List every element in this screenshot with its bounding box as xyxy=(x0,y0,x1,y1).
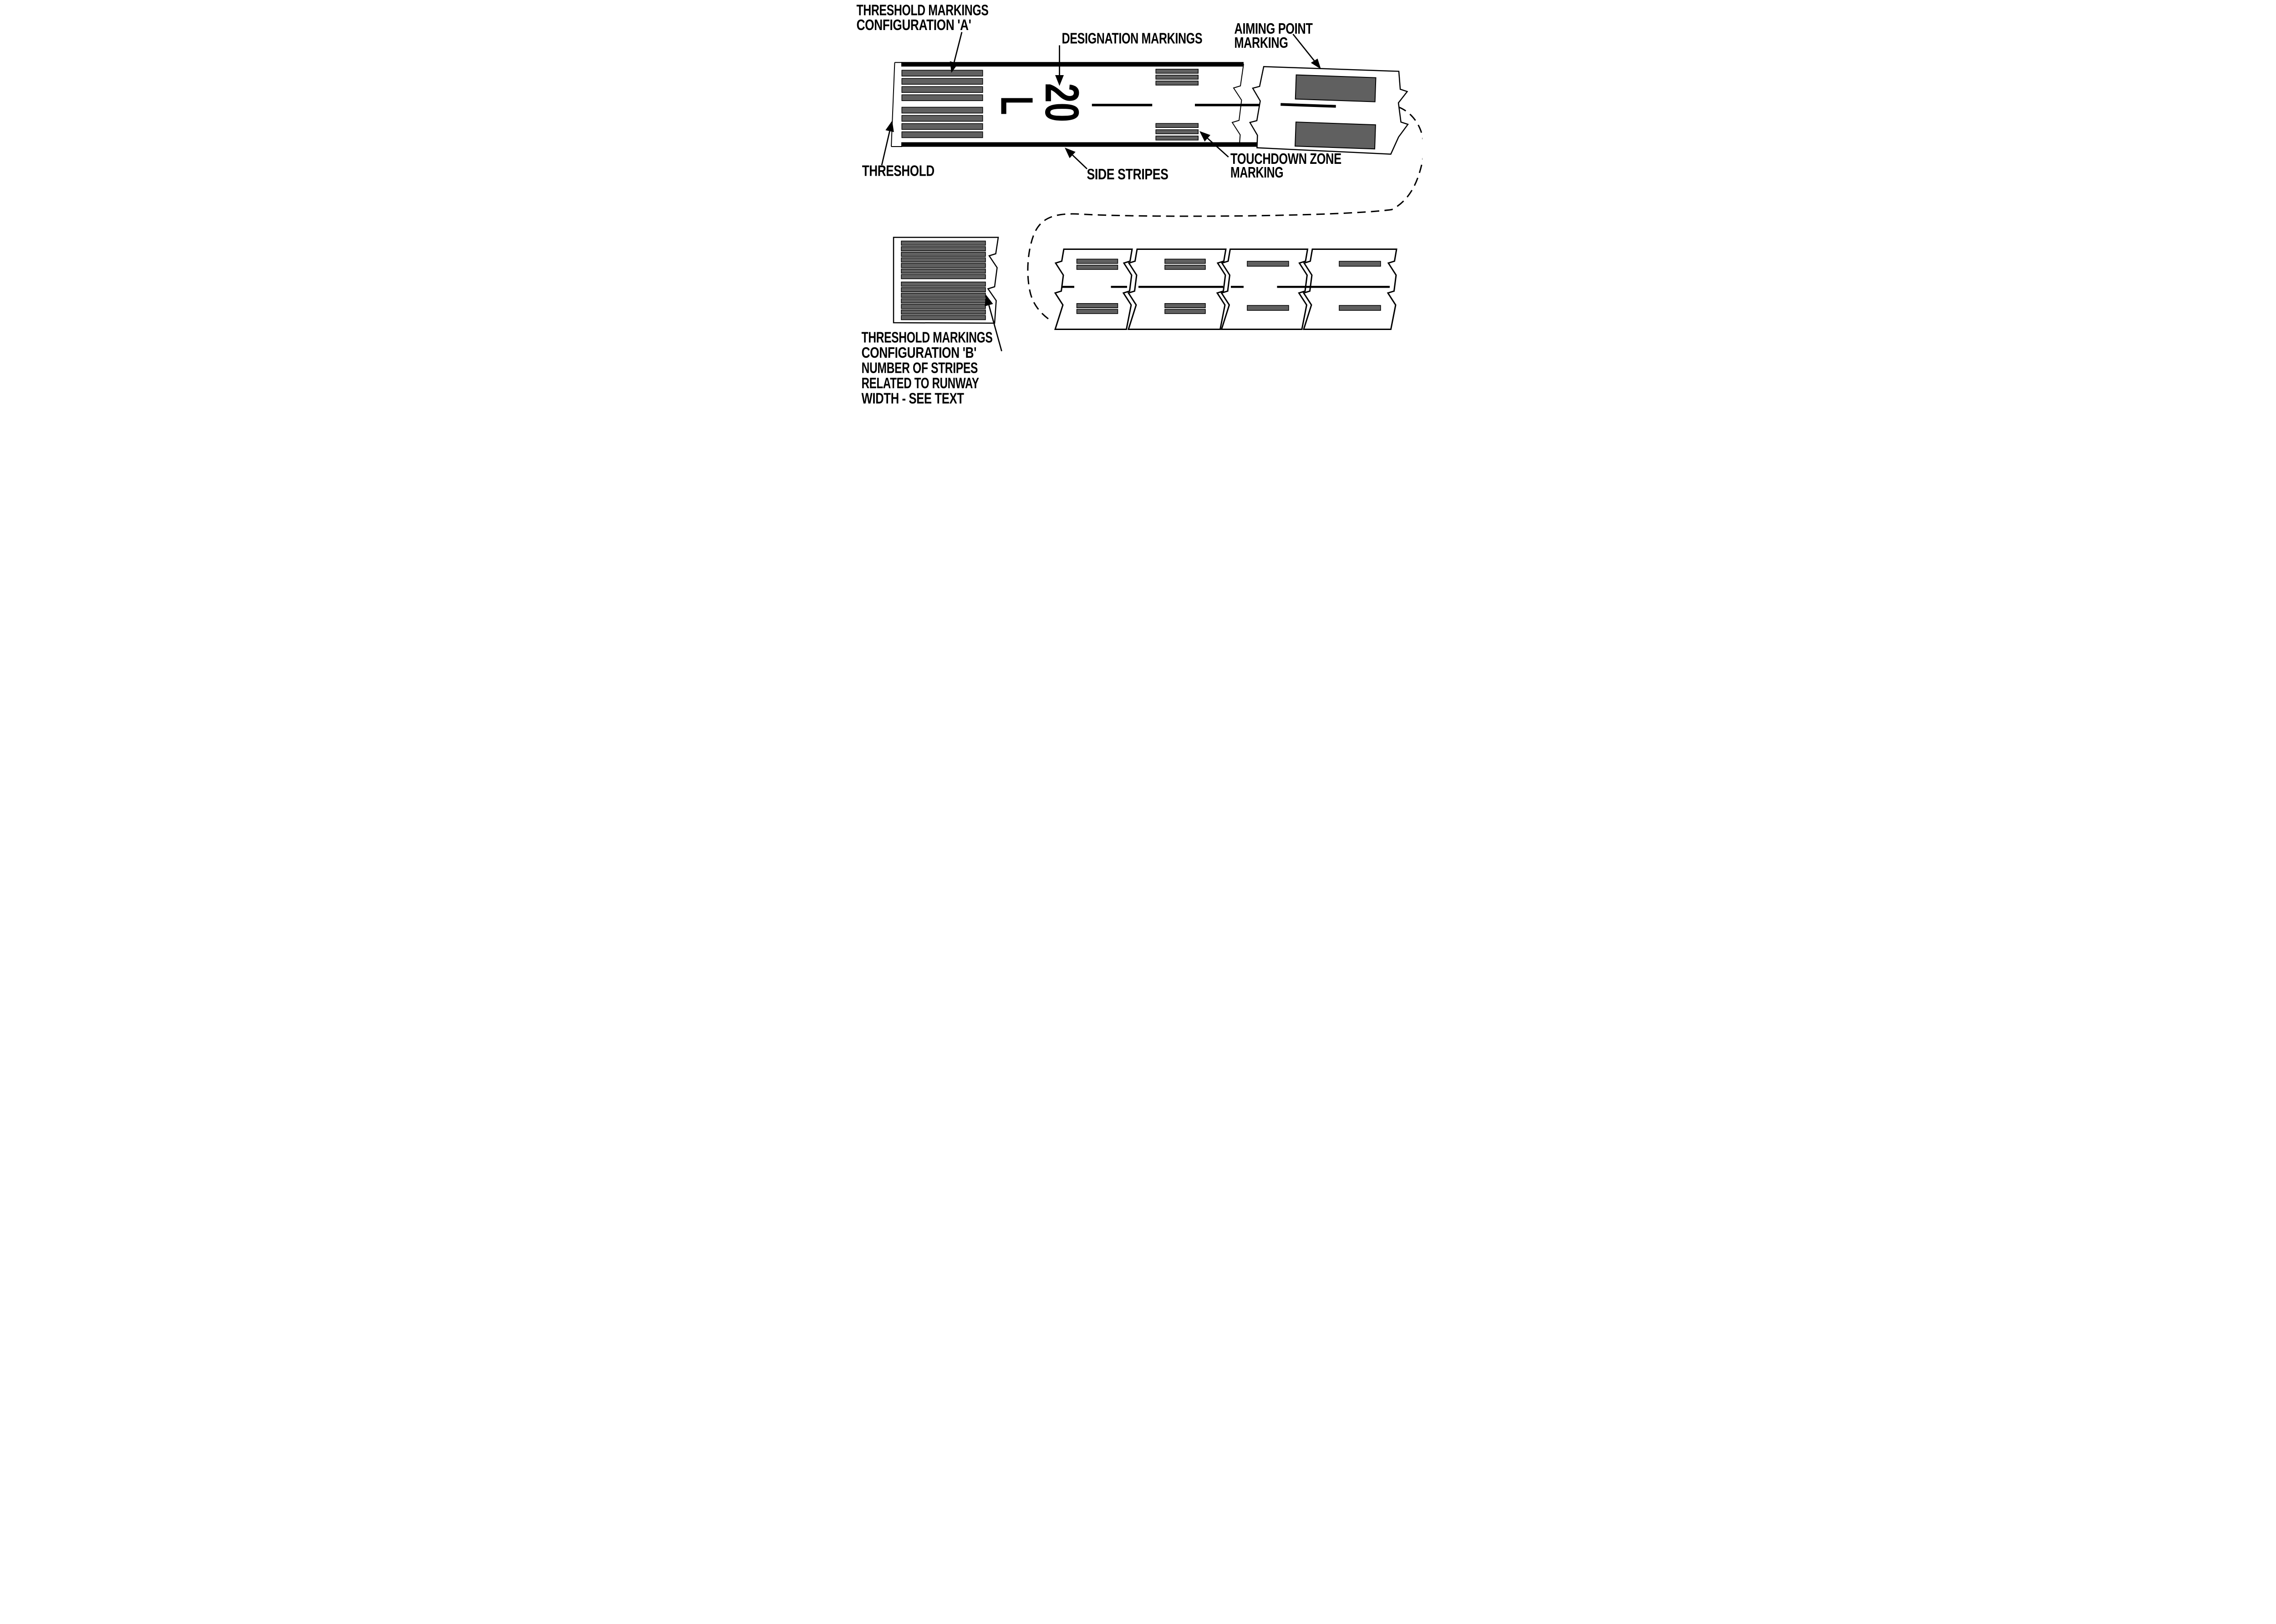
diagram-canvas: L 20 xyxy=(857,2,1422,406)
arrowhead-icon xyxy=(1065,147,1076,158)
label-touchdown-zone-line2: MARKING xyxy=(1230,164,1283,181)
threshold-stripe xyxy=(901,281,986,287)
runway-threshold-line xyxy=(891,62,895,147)
touchdown-zone-bar xyxy=(1076,259,1118,264)
dashed-connector-curve xyxy=(1027,106,1422,322)
label-threshold: THRESHOLD xyxy=(862,162,935,179)
touchdown-zone-marking xyxy=(1155,69,1199,141)
centerline-dash xyxy=(1111,286,1127,288)
threshold-config-b-block xyxy=(893,237,999,324)
aiming-point-bar xyxy=(1295,74,1377,102)
touchdown-zone-bar xyxy=(1155,81,1199,86)
threshold-stripe xyxy=(901,287,986,292)
label-config-b-line3: NUMBER OF STRIPES xyxy=(862,360,978,376)
touchdown-zone-bar xyxy=(1339,305,1381,311)
touchdown-zone-sequence xyxy=(1054,249,1397,330)
side-stripe-bottom xyxy=(901,142,1263,147)
label-side-stripes: SIDE STRIPES xyxy=(1087,166,1168,183)
threshold-stripe xyxy=(901,310,986,315)
touchdown-zone-bar xyxy=(1339,261,1381,267)
leader-touchdown-zone xyxy=(1207,137,1229,158)
touchdown-zone-bar xyxy=(1076,303,1118,308)
threshold-stripe xyxy=(901,298,986,304)
label-touchdown-zone-line1: TOUCHDOWN ZONE xyxy=(1230,150,1341,167)
centerline-dash xyxy=(1280,103,1336,108)
centerline-dash xyxy=(1277,286,1390,288)
designation-number: 20 xyxy=(1035,83,1088,122)
arrowhead-icon xyxy=(1199,131,1210,142)
centerline-dash xyxy=(1138,286,1223,288)
leader-aiming-point xyxy=(1292,34,1315,61)
threshold-stripe xyxy=(901,274,986,279)
leader-config-a xyxy=(953,32,963,63)
label-config-b-line2: CONFIGURATION 'B' xyxy=(862,344,977,361)
touchdown-zone-bar xyxy=(1155,75,1199,80)
threshold-stripe xyxy=(901,252,986,257)
arrowhead-icon xyxy=(885,121,894,132)
threshold-stripe xyxy=(901,263,986,268)
threshold-stripe xyxy=(901,94,983,101)
touchdown-zone-bar xyxy=(1164,309,1206,314)
threshold-stripe xyxy=(901,131,983,138)
threshold-stripe xyxy=(901,240,986,246)
centerline-dash xyxy=(1092,104,1153,107)
arrowhead-icon xyxy=(985,294,993,306)
centerline-dash xyxy=(1231,286,1244,288)
touchdown-zone-bar xyxy=(1155,123,1199,128)
threshold-stripe xyxy=(901,123,983,130)
threshold-stripes-config-a xyxy=(901,70,983,138)
label-config-a-line2: CONFIGURATION 'A' xyxy=(857,16,971,33)
leader-threshold xyxy=(881,131,890,166)
touchdown-zone-bar xyxy=(1155,129,1199,134)
threshold-stripe xyxy=(901,269,986,274)
threshold-stripe xyxy=(901,257,986,263)
threshold-stripe xyxy=(901,304,986,309)
threshold-stripes-config-b xyxy=(901,240,986,320)
text-labels: THRESHOLD MARKINGS CONFIGURATION 'A' DES… xyxy=(857,2,1342,406)
arrowhead-icon xyxy=(1311,58,1321,69)
threshold-stripe xyxy=(901,115,983,122)
label-config-b-line4: RELATED TO RUNWAY xyxy=(862,375,979,391)
touchdown-zone-bar xyxy=(1164,259,1206,264)
label-config-a-line1: THRESHOLD MARKINGS xyxy=(857,2,989,19)
touchdown-zone-bar xyxy=(1155,136,1199,141)
touchdown-zone-bar xyxy=(1164,303,1206,308)
leader-config-b xyxy=(988,305,1002,351)
leader-side-stripes xyxy=(1072,154,1087,169)
centerline-dash xyxy=(1062,286,1074,288)
runway-break-edge-right xyxy=(1231,64,1244,147)
label-aiming-point-line2: MARKING xyxy=(1235,34,1288,51)
threshold-stripe xyxy=(901,86,983,93)
touchdown-zone-bar xyxy=(1076,309,1118,314)
threshold-stripe xyxy=(901,107,983,114)
designation-letter: L xyxy=(991,96,1042,115)
side-stripe-top xyxy=(901,62,1244,67)
annotations xyxy=(881,32,1321,351)
aiming-point-bar xyxy=(1295,122,1376,150)
touchdown-zone-bar xyxy=(1247,261,1289,267)
touchdown-zone-bar xyxy=(1155,69,1199,74)
arrowhead-icon xyxy=(950,61,958,73)
threshold-stripe xyxy=(901,315,986,320)
touchdown-zone-bar xyxy=(1164,264,1206,270)
touchdown-zone-bar xyxy=(1247,305,1289,311)
main-runway-segment: L 20 xyxy=(891,62,1263,147)
threshold-stripe xyxy=(901,246,986,251)
label-config-b-line5: WIDTH - SEE TEXT xyxy=(862,390,964,406)
touchdown-zone-bar xyxy=(1076,264,1118,270)
threshold-stripe xyxy=(901,293,986,298)
label-aiming-point-line1: AIMING POINT xyxy=(1235,20,1313,37)
arrowhead-icon xyxy=(1055,75,1064,86)
aiming-point-segment xyxy=(1249,66,1409,155)
threshold-stripe xyxy=(901,70,983,76)
runway-markings-figure: L 20 xyxy=(854,0,1422,406)
label-designation-markings: DESIGNATION MARKINGS xyxy=(1062,30,1203,47)
threshold-stripe xyxy=(901,78,983,85)
centerline-dash xyxy=(1195,104,1262,107)
label-config-b-line1: THRESHOLD MARKINGS xyxy=(862,329,993,346)
